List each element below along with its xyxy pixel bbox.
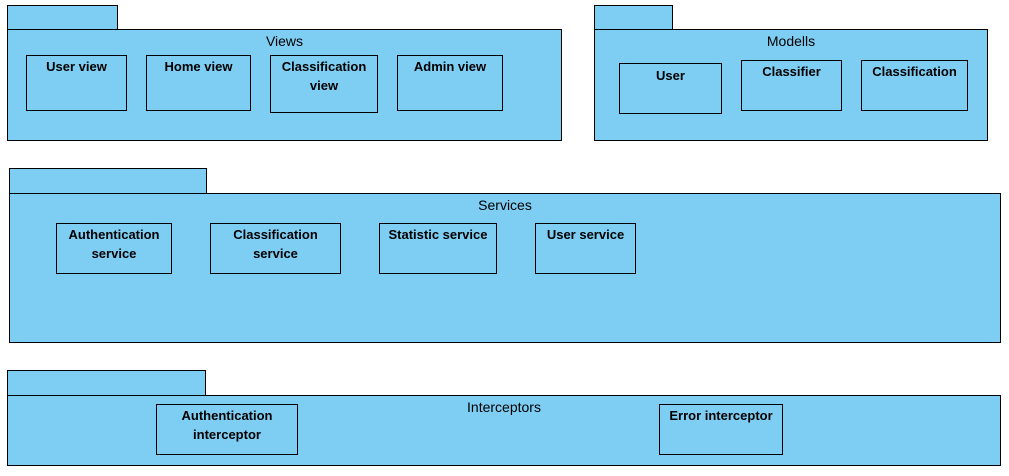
user-view-class: User view	[26, 55, 127, 111]
interceptors-package-title: Interceptors	[467, 399, 541, 415]
authentication-interceptor-class-label: Authentication interceptor	[181, 408, 273, 442]
home-view-class-label: Home view	[164, 59, 233, 74]
classification-service-class: Classification service	[210, 223, 341, 274]
authentication-service-class: Authentication service	[56, 223, 172, 274]
interceptors-package-tab	[7, 370, 206, 396]
classification-model-class-label: Classification	[872, 64, 957, 79]
user-model-class: User	[619, 63, 722, 114]
classifier-model-class-label: Classifier	[762, 64, 821, 79]
classification-view-class-label: Classification view	[281, 59, 367, 93]
user-service-class-label: User service	[546, 227, 625, 242]
home-view-class: Home view	[146, 55, 251, 111]
services-package: Services	[9, 193, 1001, 343]
admin-view-class: Admin view	[397, 55, 503, 111]
modells-package-title: Modells	[766, 33, 816, 49]
views-package-title: Views	[265, 33, 304, 49]
authentication-service-class-label: Authentication service	[68, 227, 160, 261]
admin-view-class-label: Admin view	[413, 59, 487, 74]
error-interceptor-class-label: Error interceptor	[669, 408, 773, 423]
user-view-class-label: User view	[46, 59, 107, 74]
modells-package-tab	[594, 5, 673, 30]
classification-model-class: Classification	[861, 60, 968, 111]
user-service-class: User service	[535, 223, 636, 274]
classification-service-class-label: Classification service	[233, 227, 318, 261]
classifier-model-class: Classifier	[741, 60, 842, 111]
views-package-tab	[7, 5, 118, 30]
user-model-class-label: User	[656, 68, 685, 83]
services-package-title: Services	[478, 197, 532, 213]
authentication-interceptor-class: Authentication interceptor	[156, 404, 298, 455]
classification-view-class: Classification view	[270, 55, 378, 113]
error-interceptor-class: Error interceptor	[659, 404, 783, 455]
statistic-service-class-label: Statistic service	[388, 227, 488, 242]
services-package-tab	[9, 168, 207, 194]
statistic-service-class: Statistic service	[379, 223, 497, 274]
